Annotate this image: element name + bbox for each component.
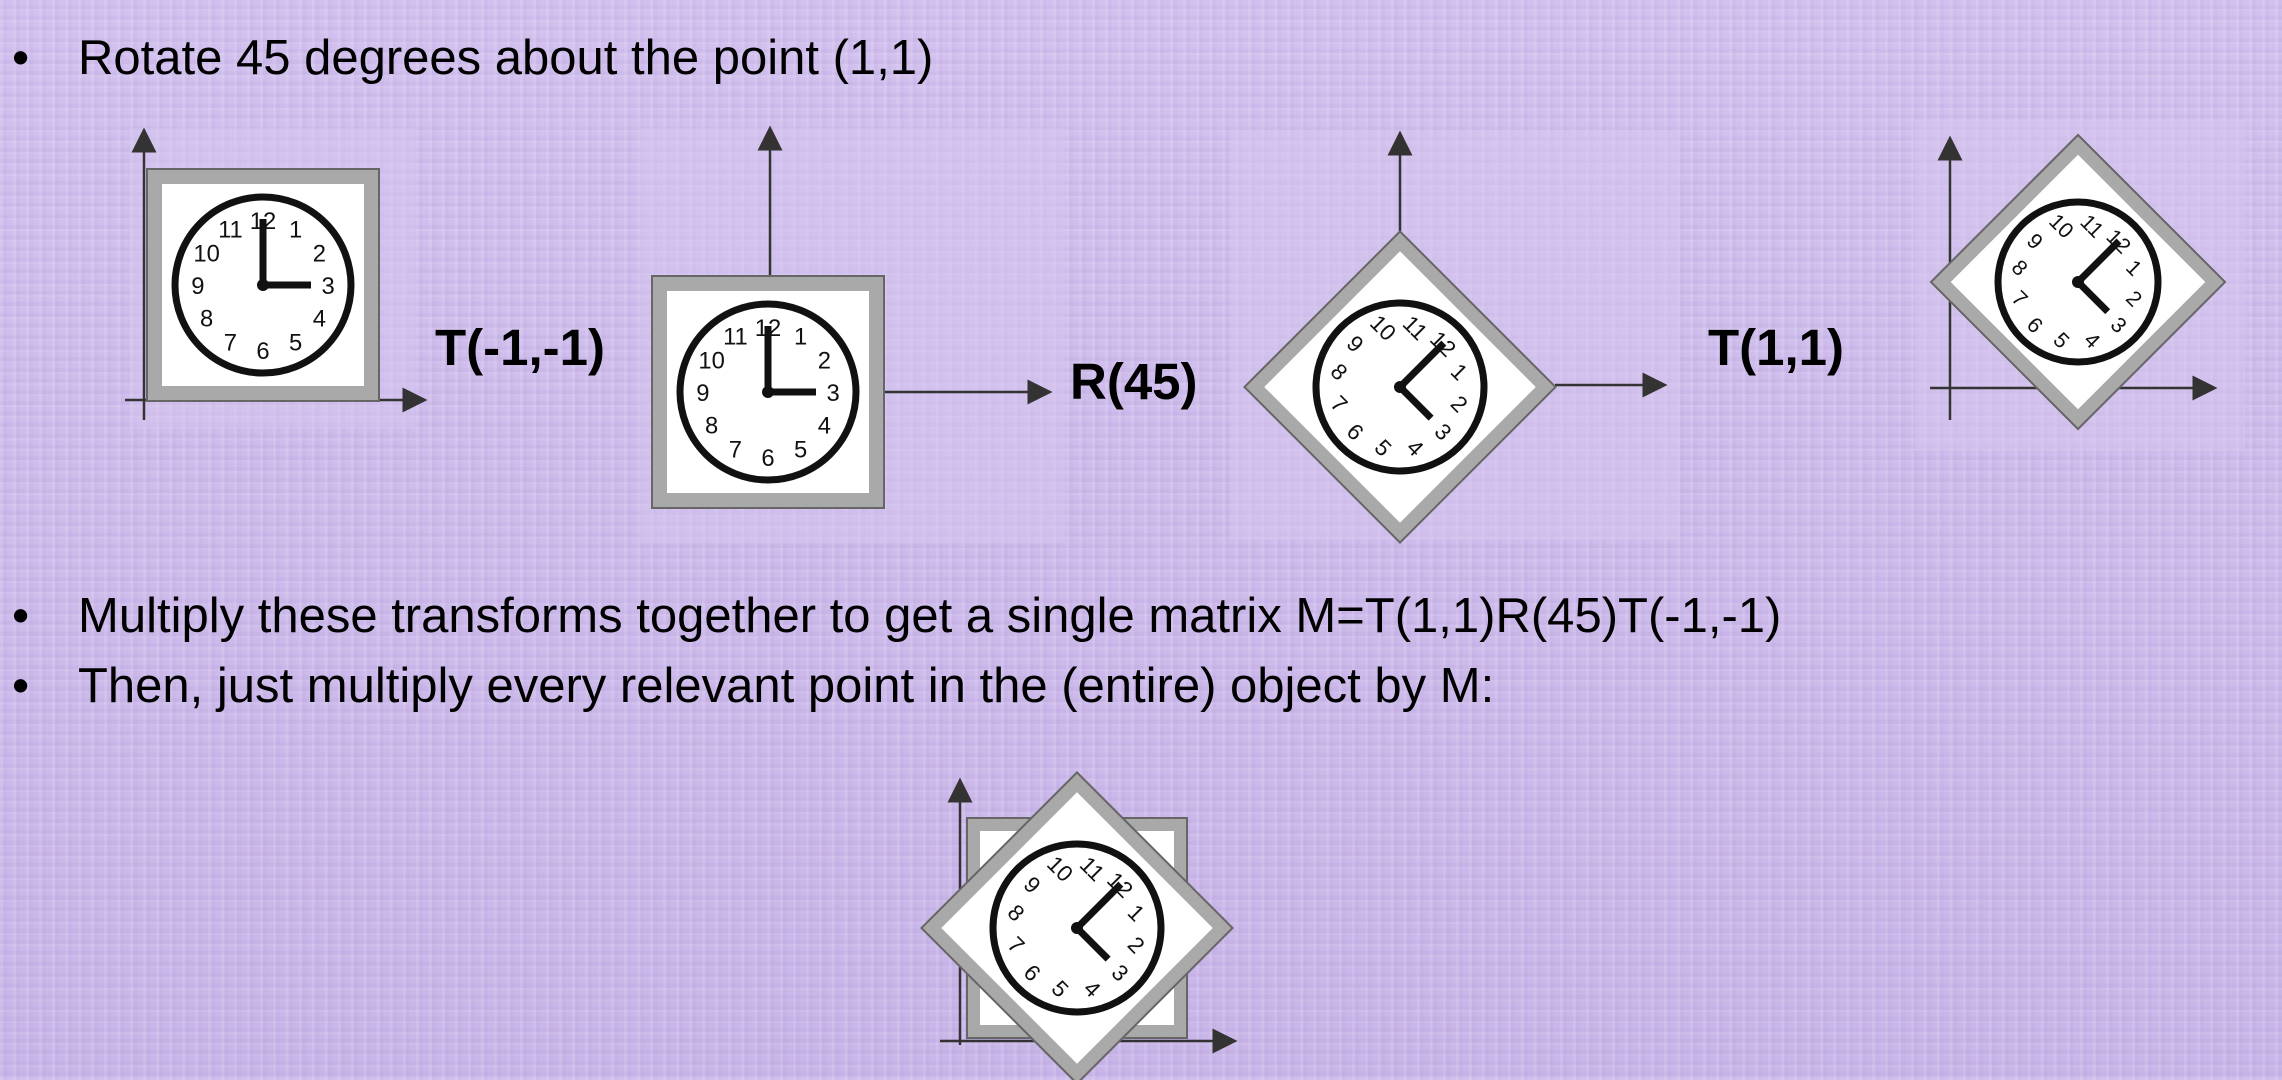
clock-icon: 121234567891011 — [920, 771, 1234, 1080]
clock-numeral: 11 — [218, 217, 243, 244]
clock-numeral: 5 — [794, 436, 807, 463]
clock-icon: 121234567891011 — [651, 275, 885, 509]
clock-numeral: 5 — [289, 329, 302, 356]
figure-translated: 121234567891011 — [640, 125, 1060, 510]
clock-numeral: 1 — [794, 324, 807, 351]
clock-numeral: 6 — [256, 338, 269, 365]
clock-numeral: 6 — [761, 445, 774, 472]
bullet-text-rotate: Rotate 45 degrees about the point (1,1) — [78, 31, 934, 85]
clock-icon: 121234567891011 — [1929, 133, 2227, 431]
clock-numeral: 11 — [723, 324, 748, 351]
figure-original: 121234567891011 — [115, 127, 428, 430]
bullet-text-then: Then, just multiply every relevant point… — [78, 659, 1495, 713]
label-translate-pos: T(1,1) — [1708, 319, 1845, 376]
clock-numeral: 9 — [696, 380, 709, 407]
figure-combined: 121234567891011 — [905, 771, 1245, 1080]
clock-numeral: 3 — [321, 273, 334, 300]
clock-numeral: 1 — [289, 217, 302, 244]
bullet-marker: • — [12, 589, 30, 643]
clock-numeral: 8 — [200, 306, 213, 333]
bullet-multiply: • Multiply these transforms together to g… — [12, 588, 1781, 644]
clock-numeral: 2 — [818, 347, 831, 374]
clock-icon: 121234567891011 — [1243, 230, 1557, 544]
clock-numeral: 7 — [729, 436, 742, 463]
bullet-marker: • — [12, 31, 30, 85]
bullet-marker: • — [12, 659, 30, 713]
clock-icon: 121234567891011 — [146, 168, 380, 402]
clock-numeral: 4 — [818, 413, 831, 440]
figure-final: 121234567891011 — [1915, 130, 2255, 440]
clock-numeral: 7 — [224, 329, 237, 356]
clock-numeral: 2 — [313, 240, 326, 267]
clock-numeral: 8 — [705, 413, 718, 440]
bullet-rotate: • Rotate 45 degrees about the point (1,1) — [12, 30, 933, 86]
label-rotate: R(45) — [1070, 353, 1198, 410]
clock-numeral: 10 — [698, 347, 724, 374]
label-translate-neg: T(-1,-1) — [435, 319, 605, 376]
figure-rotated: 121234567891011 — [1235, 130, 1675, 545]
bullet-then: • Then, just multiply every relevant poin… — [12, 658, 1494, 714]
clock-numeral: 4 — [313, 306, 326, 333]
clock-numeral: 9 — [191, 273, 204, 300]
clock-numeral: 10 — [193, 240, 219, 267]
bullet-text-multiply: Multiply these transforms together to ge… — [78, 589, 1782, 643]
clock-numeral: 3 — [826, 380, 839, 407]
